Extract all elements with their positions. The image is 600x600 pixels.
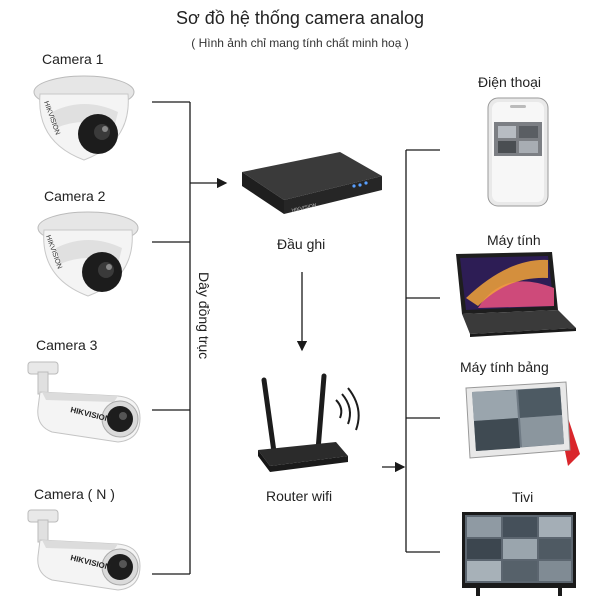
dome-camera-icon: HIKVISION bbox=[37, 211, 139, 297]
camera-3-label: Camera 3 bbox=[36, 337, 98, 353]
laptop-label: Máy tính bbox=[487, 232, 541, 248]
camera-2-label: Camera 2 bbox=[44, 188, 106, 204]
phone-label: Điện thoại bbox=[478, 74, 542, 90]
cable-label: Dây đồng trục bbox=[196, 272, 212, 360]
recorder-label: Đầu ghi bbox=[277, 236, 326, 252]
diagram-subtitle: ( Hình ảnh chỉ mang tính chất minh hoạ ) bbox=[191, 36, 409, 50]
bullet-camera-icon: HIKVISION bbox=[27, 361, 141, 443]
tablet-label: Máy tính bảng bbox=[460, 359, 549, 375]
wifi-signal-icon bbox=[335, 387, 360, 431]
wifi-router-icon bbox=[258, 373, 360, 472]
tablet-icon bbox=[465, 381, 580, 466]
tv-icon bbox=[462, 512, 576, 596]
dome-camera-icon: HIKVISION bbox=[33, 75, 135, 161]
router-label: Router wifi bbox=[266, 488, 333, 504]
bullet-camera-icon: HIKVISION bbox=[27, 509, 141, 591]
diagram-title: Sơ đồ hệ thống camera analog bbox=[176, 8, 424, 28]
camera-1-label: Camera 1 bbox=[42, 51, 104, 67]
recorder-brand-text: HIKVISION bbox=[291, 202, 317, 214]
camera-n-label: Camera ( N ) bbox=[34, 486, 115, 502]
smartphone-icon bbox=[487, 97, 549, 207]
dvr-recorder-icon: HIKVISION bbox=[242, 152, 382, 214]
tv-label: Tivi bbox=[512, 489, 534, 505]
laptop-icon bbox=[456, 252, 576, 337]
